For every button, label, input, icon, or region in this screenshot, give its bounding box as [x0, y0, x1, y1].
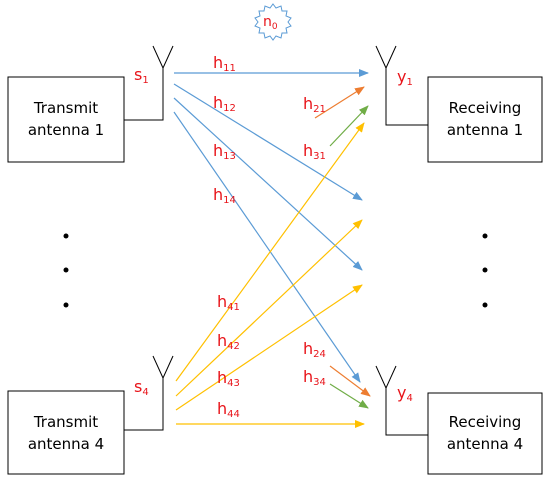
label-h11: h11	[213, 53, 236, 74]
label-h42: h42	[217, 331, 240, 352]
symbol-s1: s1	[134, 65, 149, 86]
arrow-h24	[329, 365, 371, 397]
label-h21: h21	[303, 94, 326, 115]
receiving-1-line2: antenna 1	[447, 121, 523, 139]
antenna-icon	[124, 355, 174, 431]
antenna-icon	[375, 45, 428, 126]
arrow-h43	[175, 284, 363, 411]
receiving-1-line1: Receiving	[449, 99, 522, 117]
transmit-1-line1: Transmit	[33, 99, 98, 117]
label-h12: h12	[213, 93, 236, 114]
arrow-h21	[314, 86, 365, 119]
noise-label: n0	[263, 14, 278, 32]
label-h31: h31	[303, 141, 326, 162]
arrow-h12	[173, 83, 363, 201]
transmit-4-line2: antenna 4	[28, 435, 104, 453]
label-h14: h14	[213, 185, 236, 206]
ellipsis-right	[482, 233, 488, 308]
transmit-box-1	[7, 76, 125, 163]
transmit-1-line2: antenna 1	[28, 121, 104, 139]
noise-starburst-icon	[254, 3, 292, 41]
noise-source: n0	[254, 3, 292, 41]
symbol-y4: y4	[397, 383, 413, 404]
arrow-h42	[175, 219, 363, 397]
transmit-antenna-4: Transmit antenna 4 s4	[7, 355, 174, 475]
receiving-4-line2: antenna 4	[447, 435, 523, 453]
arrow-h13	[173, 97, 363, 271]
transmit-4-line1: Transmit	[33, 413, 98, 431]
arrow-h31	[329, 105, 369, 147]
receiving-box-1	[427, 76, 543, 163]
label-h13: h13	[213, 141, 236, 162]
arrows-from-tx4	[175, 122, 365, 428]
receiving-antenna-4: Receiving antenna 4 y4	[375, 365, 543, 475]
transmit-antenna-1: Transmit antenna 1 s1	[7, 45, 174, 163]
arrow-h14	[173, 111, 361, 383]
symbol-s4: s4	[134, 377, 149, 398]
receiving-box-4	[427, 392, 543, 475]
receiving-4-line1: Receiving	[449, 413, 522, 431]
label-h43: h43	[217, 368, 240, 389]
transmit-box-4	[7, 390, 125, 475]
label-h44: h44	[217, 399, 240, 420]
label-h41: h41	[217, 292, 240, 313]
receiving-antenna-1: Receiving antenna 1 y1	[375, 45, 543, 163]
arrows-from-tx1	[173, 69, 369, 383]
antenna-icon	[375, 365, 428, 436]
ellipsis-left	[63, 233, 69, 308]
arrow-h34	[329, 383, 369, 409]
label-h34: h34	[303, 367, 326, 388]
arrow-h41	[175, 122, 365, 382]
label-h24: h24	[303, 339, 326, 360]
antenna-icon	[124, 45, 174, 121]
symbol-y1: y1	[397, 67, 413, 88]
